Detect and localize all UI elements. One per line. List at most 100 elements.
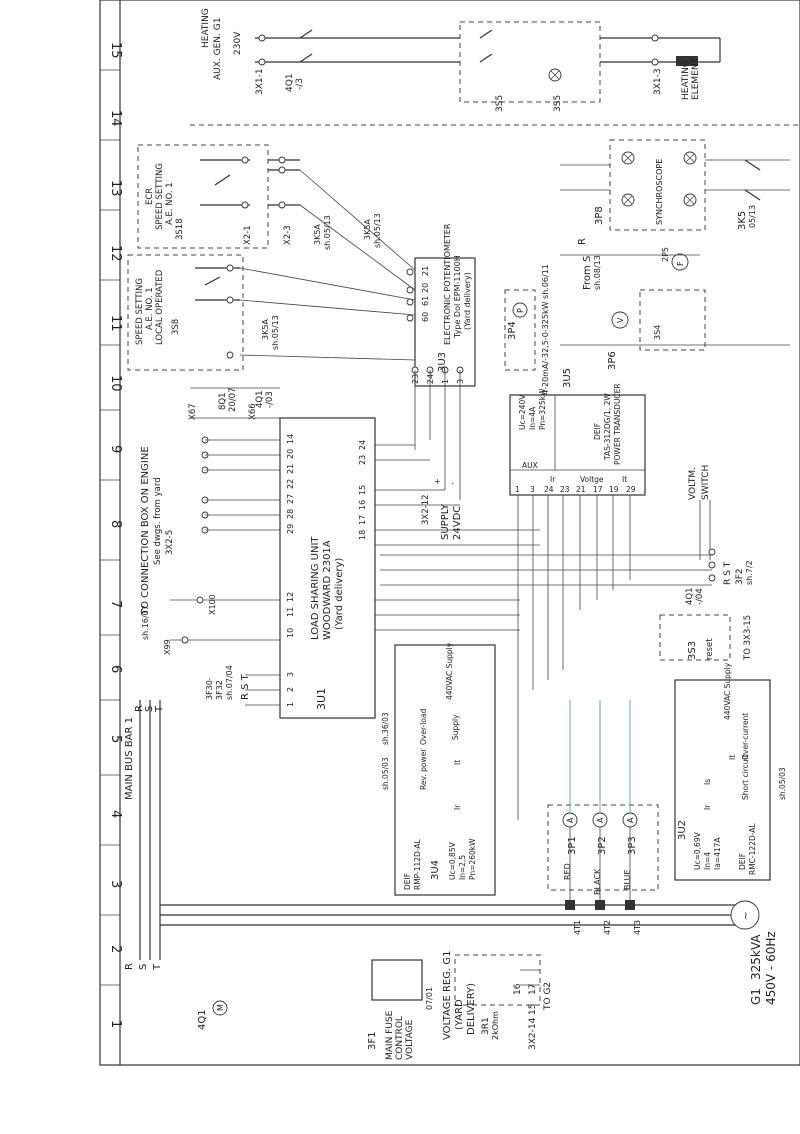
heating-title-1: HEATING	[201, 8, 211, 48]
k5a-3-ref: sh.05/13	[271, 315, 280, 350]
wire-black: BLACK	[593, 868, 602, 895]
rmp-model: RMP-112D-AL	[413, 838, 422, 890]
ecr-x2-1: X2-1	[243, 225, 253, 245]
ecr-speed-setting: ECR SPEED SETTING A.E. NO. 1 3S18 X2-1 X…	[137, 144, 300, 249]
lsu-pin-17: 17	[358, 515, 367, 525]
col-6: 6	[108, 665, 123, 673]
busbar-phase-t: T	[154, 705, 165, 713]
pot-title-2: Type Dol EPM-1100H	[453, 255, 462, 339]
voltmeter-switch-2: SWITCH	[701, 465, 711, 500]
transducer-pin-1: 1	[515, 485, 520, 494]
busbar-phase-s: S	[144, 706, 155, 712]
power-meter-range: 4-20mA/-32,5-0-325kW sh.06/11	[541, 264, 550, 395]
rmc-label: 3U2	[677, 820, 688, 840]
col-7: 7	[108, 600, 123, 608]
heating-term-b: 3X1-3	[653, 68, 663, 95]
pot-title-1: ELECTRONIC POTENTIOMETER	[443, 223, 452, 345]
rmp-ref-2: sh.05/03	[381, 757, 390, 790]
rmc-model: RMC-122D-AL	[748, 823, 757, 875]
transducer-hdr-it: It	[622, 475, 627, 484]
local-speed-setting: SPEED SETTING A.E. NO. 1 LOCAL OPERATED …	[127, 254, 244, 371]
transducer-pin-19: 19	[609, 485, 619, 494]
ammeter-1-label: 3P1	[567, 836, 578, 855]
avr-pot-value: 2kOhm	[491, 1011, 500, 1040]
ct-2-label: 4T2	[603, 920, 612, 935]
transducer-wiring: VOLTM. SWITCH R S T 3F2 sh.7/2	[380, 465, 754, 700]
fuse-title-1: MAIN FUSE	[385, 1010, 395, 1060]
power-meter-symbol: P	[516, 308, 525, 313]
fuse-title-3: VOLTAGE	[405, 1019, 415, 1060]
avr-pin-17: 17	[528, 984, 538, 995]
transducer-hdr-voltage: Voltge	[580, 475, 604, 484]
pot-pin-3: 3	[456, 379, 465, 384]
ecr-label: 3S18	[175, 218, 185, 240]
connbox-x67: X67	[188, 403, 198, 420]
avr-pin-16: 16	[513, 983, 523, 995]
heating-element-2: ELEMENT	[691, 57, 701, 100]
avr-term: 3X2-14	[528, 1017, 538, 1050]
main-breaker-phase-t: T	[152, 963, 163, 971]
relay-contacts: 3K5A sh.05/13 3K5A sh.05/13 3K5A sh.05/1…	[239, 169, 416, 361]
relay-3k5: 3K5	[737, 211, 748, 230]
rmc-hdr-ir: Ir	[703, 804, 712, 810]
heating-term-a: 3X1-1	[255, 68, 265, 95]
k5a-1-ref: sh.05/13	[323, 215, 332, 250]
rmp-ref-1: sh.36/03	[381, 712, 390, 745]
heating-lamp: 3S5	[553, 95, 563, 112]
lsu-pin-14: 14	[286, 434, 295, 444]
wire-red: RED	[563, 863, 572, 880]
column-ruler: 15 14 13 12 11 10 9 8 7 6 5 4 3 2 1	[100, 42, 123, 1028]
breaker-top-sub: -/04	[695, 588, 705, 605]
heating-title-2: AUX. GEN. G1	[213, 18, 223, 80]
avr-title-1: VOLTAGE REG. G1	[442, 951, 453, 1040]
synchroscope-ref: 3P8	[594, 206, 605, 225]
supply-minus: -	[448, 482, 457, 485]
from-s: From S	[582, 256, 593, 290]
transducer-label: 3U5	[562, 368, 573, 388]
load-sharing-unit: LOAD SHARING UNIT WOODWARD 2301A (Yard d…	[141, 417, 540, 719]
wire-blue: BLUE	[623, 870, 632, 890]
lsu-x100: X100	[208, 594, 217, 615]
avr-title-3: DELIVERY)	[466, 983, 477, 1035]
pot-pin-61: 61	[421, 296, 430, 306]
breaker-top-label: 4Q1	[685, 587, 695, 605]
reset-label: 3S3	[687, 641, 698, 660]
transducer-model: TAS-312DG/1, 2W	[603, 393, 612, 461]
lsu-x99: X99	[163, 639, 172, 655]
freq-meter-symbol: F	[676, 261, 685, 266]
lsu-label: 3U1	[315, 688, 328, 710]
pot-pin-21: 21	[421, 266, 430, 276]
lsu-pin-28: 28	[286, 509, 295, 519]
k5a-2-label: 3K5A	[363, 219, 372, 240]
connbox-x2-12: 3X2-12	[421, 494, 431, 525]
transducer-brand: DEIF	[593, 423, 602, 440]
transducer-pin-29: 29	[626, 485, 636, 494]
rmc-spec-1: Uc=0,69V	[693, 831, 702, 870]
sync-switch: 3S4	[653, 325, 662, 340]
rmp-hdr-supply: Supply	[451, 714, 460, 740]
heating-circuit: HEATING AUX. GEN. G1 230V 3X1-1 4Q1 -/3 …	[201, 8, 721, 112]
ecr-x2-3: X2-3	[283, 225, 293, 245]
lsu-pin-21: 21	[286, 464, 295, 474]
reset-circuit: 3S3 reset TO 3X3-15 4Q1 -/04	[659, 587, 753, 661]
rmc-hdr-over: Over-current	[741, 713, 750, 760]
connbox-sol: 8Q1	[218, 392, 228, 410]
col-11: 11	[108, 315, 123, 332]
k5a-2-ref: sh.05/13	[373, 213, 382, 248]
local-title-2: A.E. NO. 1	[145, 287, 155, 330]
transducer-hdr-aux: AUX	[522, 461, 538, 470]
transducer-type: POWER TRANSDUCER	[613, 383, 622, 465]
col-5: 5	[108, 735, 123, 743]
avr-pot: 3R1	[481, 1017, 491, 1035]
col-1: 1	[108, 1020, 123, 1028]
ammeters: A A A 3P1 3P2 3P3 RED BLACK BLUE 4T1 4T2…	[517, 700, 659, 935]
rmc-ref: sh.05/03	[778, 767, 787, 800]
pot-title-3: (Yard delivery)	[463, 272, 472, 330]
rmp-brand: DEIF	[403, 873, 412, 890]
lsu-pin-20: 20	[286, 449, 295, 459]
voltsw-fuse-ref: sh.7/2	[745, 560, 754, 585]
from-s-ref: sh.08/13	[593, 255, 602, 290]
col-14: 14	[108, 110, 123, 127]
lsu-pin-16: 16	[358, 500, 367, 510]
voltsw-rst: R S T	[723, 561, 733, 585]
